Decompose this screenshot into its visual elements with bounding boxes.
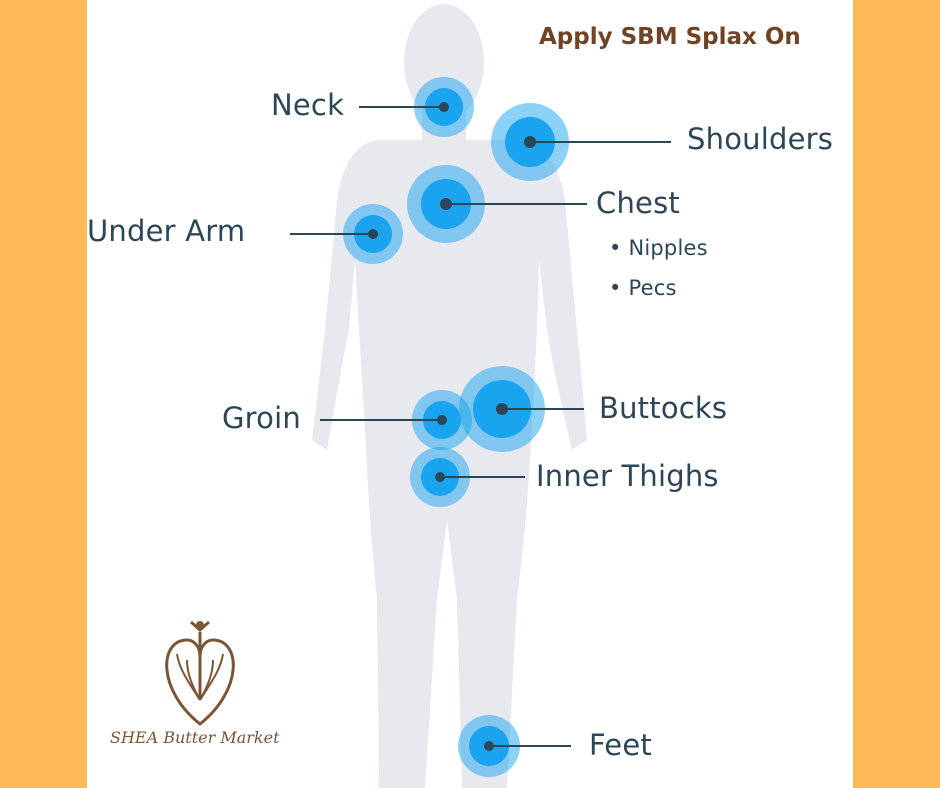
label-inner-thighs: Inner Thighs [536,459,719,493]
label-pecs: • Pecs [609,276,677,300]
shea-butter-market-logo [165,620,235,726]
label-neck: Neck [271,88,345,122]
label-under-arm: Under Arm [87,214,246,248]
body-diagram [165,4,671,788]
label-nipples: • Nipples [609,236,708,260]
logo-wordmark: SHEA Butter Market [110,728,280,747]
label-shoulders: Shoulders [687,122,834,156]
page-title: Apply SBM Splax On [539,24,801,50]
infographic-panel: Apply SBM Splax On Neck Shoulders Chest … [87,0,853,788]
label-chest: Chest [596,186,680,220]
label-feet: Feet [589,728,652,762]
label-buttocks: Buttocks [599,391,728,425]
leader-lines [290,106,671,747]
label-groin: Groin [222,401,301,435]
